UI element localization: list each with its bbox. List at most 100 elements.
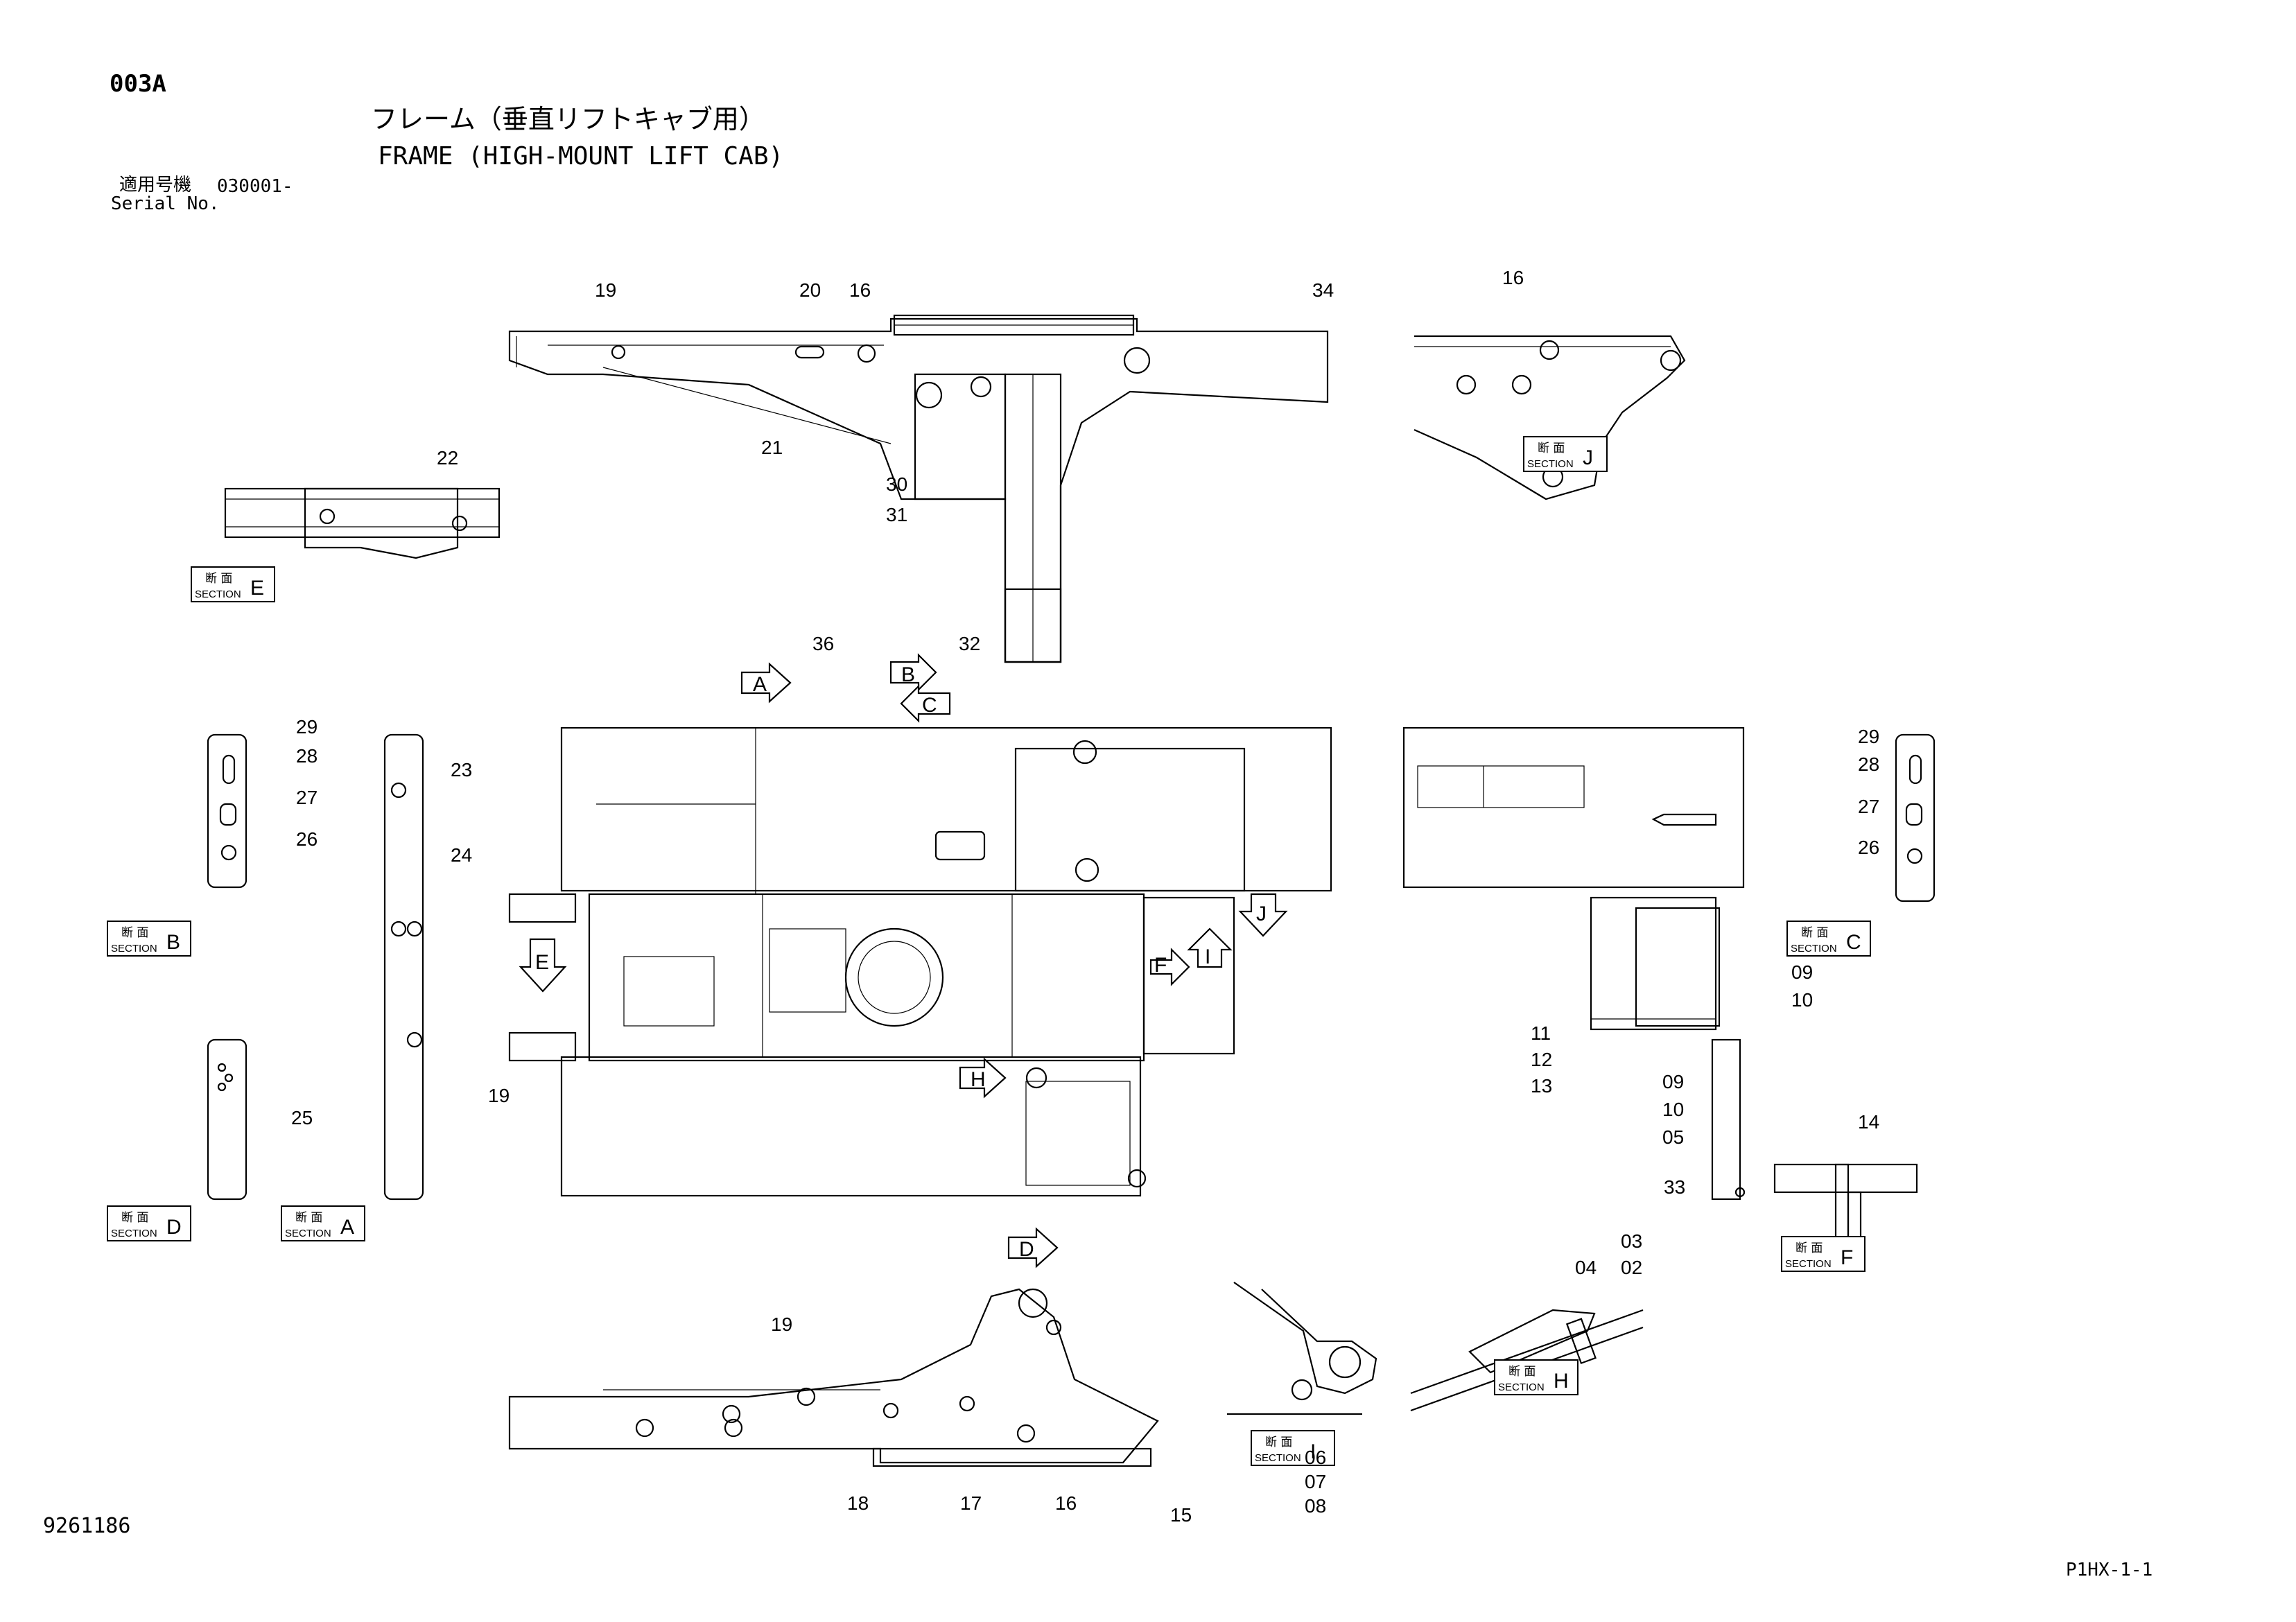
view-arrow-i: I <box>1187 927 1233 968</box>
serial-label-english: Serial No. <box>111 193 220 214</box>
view-arrow-j: J <box>1238 893 1288 937</box>
section-label-jp: 断 面 <box>1801 926 1828 940</box>
svg-text:C: C <box>922 694 937 717</box>
section-label-i: 断 面 SECTION I <box>1251 1430 1335 1466</box>
svg-text:A: A <box>753 673 767 696</box>
svg-text:H: H <box>971 1068 986 1091</box>
part-callout-02: 02 <box>1621 1257 1642 1278</box>
section-label-en: SECTION <box>111 1228 157 1239</box>
section-b-view <box>207 733 247 889</box>
section-d-view <box>207 1038 247 1201</box>
section-letter: C <box>1846 931 1861 954</box>
section-label-jp: 断 面 <box>1265 1436 1292 1449</box>
section-letter: B <box>166 931 180 954</box>
part-callout-16: 16 <box>849 279 871 301</box>
part-callout-06: 06 <box>1305 1447 1326 1468</box>
part-callout-21: 21 <box>761 437 783 458</box>
section-label-en: SECTION <box>285 1228 331 1239</box>
part-callout-07: 07 <box>1305 1471 1326 1492</box>
part-callout-31: 31 <box>886 504 907 525</box>
serial-number-value: 030001- <box>217 176 293 197</box>
bottom-side-view <box>508 1288 1159 1467</box>
section-label-jp: 断 面 <box>1795 1241 1823 1255</box>
svg-text:I: I <box>1205 945 1210 968</box>
section-label-jp: 断 面 <box>121 926 148 940</box>
section-letter: H <box>1554 1370 1569 1393</box>
part-callout-34: 34 <box>1312 279 1334 301</box>
section-letter: F <box>1841 1246 1853 1269</box>
svg-text:F: F <box>1154 954 1167 977</box>
section-label-en: SECTION <box>1255 1452 1301 1464</box>
document-number: 9261186 <box>43 1514 131 1538</box>
section-label-jp: 断 面 <box>1508 1365 1536 1379</box>
part-callout-08: 08 <box>1305 1495 1326 1517</box>
part-callout-32: 32 <box>959 633 980 654</box>
section-label-c: 断 面 SECTION C <box>1786 921 1871 957</box>
section-letter: E <box>250 577 264 600</box>
part-callout-15: 15 <box>1170 1504 1192 1526</box>
section-label-b: 断 面 SECTION B <box>107 921 191 957</box>
part-callout-24: 24 <box>451 844 472 866</box>
part-callout-17: 17 <box>960 1492 982 1514</box>
part-callout-28: 28 <box>1858 753 1879 775</box>
part-callout-14: 14 <box>1858 1111 1879 1133</box>
section-label-jp: 断 面 <box>205 572 232 586</box>
part-callout-04: 04 <box>1575 1257 1597 1278</box>
part-callout-13: 13 <box>1531 1075 1552 1097</box>
part-callout-10: 10 <box>1662 1099 1684 1120</box>
main-plan-view <box>508 726 1332 1197</box>
section-letter: J <box>1583 446 1593 469</box>
section-label-jp: 断 面 <box>295 1211 322 1225</box>
part-callout-27: 27 <box>1858 796 1879 817</box>
part-callout-09: 09 <box>1662 1071 1684 1092</box>
part-callout-27: 27 <box>296 787 318 808</box>
section-label-en: SECTION <box>1791 943 1837 954</box>
part-callout-09: 09 <box>1791 961 1813 983</box>
part-callout-22: 22 <box>437 447 458 469</box>
part-callout-33: 33 <box>1664 1176 1685 1198</box>
part-callout-29: 29 <box>296 716 318 738</box>
svg-text:E: E <box>535 951 549 974</box>
view-arrow-d: D <box>1007 1227 1059 1268</box>
part-callout-05: 05 <box>1662 1126 1684 1148</box>
svg-text:B: B <box>901 663 915 686</box>
part-callout-18: 18 <box>847 1492 869 1514</box>
section-i-view <box>1227 1282 1377 1415</box>
part-callout-23: 23 <box>451 759 472 781</box>
part-callout-19: 19 <box>771 1314 792 1335</box>
section-label-en: SECTION <box>1785 1258 1832 1270</box>
svg-text:J: J <box>1256 902 1267 925</box>
title-japanese: フレーム（垂直リフトキャブ用） <box>371 104 765 134</box>
part-callout-28: 28 <box>296 745 318 767</box>
part-callout-10: 10 <box>1791 989 1813 1011</box>
view-arrow-b: B <box>889 653 937 692</box>
part-callout-19: 19 <box>595 279 616 301</box>
section-letter: A <box>340 1216 354 1239</box>
view-arrow-f: F <box>1149 948 1190 986</box>
view-arrow-a: A <box>740 662 792 704</box>
section-label-f: 断 面 SECTION F <box>1781 1236 1866 1272</box>
section-j-view <box>1414 335 1686 500</box>
section-label-jp: 断 面 <box>1538 442 1565 455</box>
part-callout-03: 03 <box>1621 1230 1642 1252</box>
svg-text:D: D <box>1019 1238 1034 1261</box>
section-c-view <box>1895 733 1936 902</box>
section-label-en: SECTION <box>111 943 157 954</box>
section-label-jp: 断 面 <box>121 1211 148 1225</box>
title-english: FRAME (HIGH-MOUNT LIFT CAB) <box>378 142 784 171</box>
drawing-code: 003A <box>110 70 166 98</box>
view-arrow-h: H <box>959 1057 1007 1099</box>
part-callout-20: 20 <box>799 279 821 301</box>
part-callout-19: 19 <box>488 1085 510 1106</box>
part-callout-11: 11 <box>1531 1022 1551 1044</box>
part-callout-36: 36 <box>812 633 834 654</box>
section-e-view <box>224 487 501 559</box>
view-arrow-c: C <box>900 684 951 723</box>
section-letter: I <box>1310 1440 1316 1463</box>
part-callout-26: 26 <box>1858 837 1879 858</box>
